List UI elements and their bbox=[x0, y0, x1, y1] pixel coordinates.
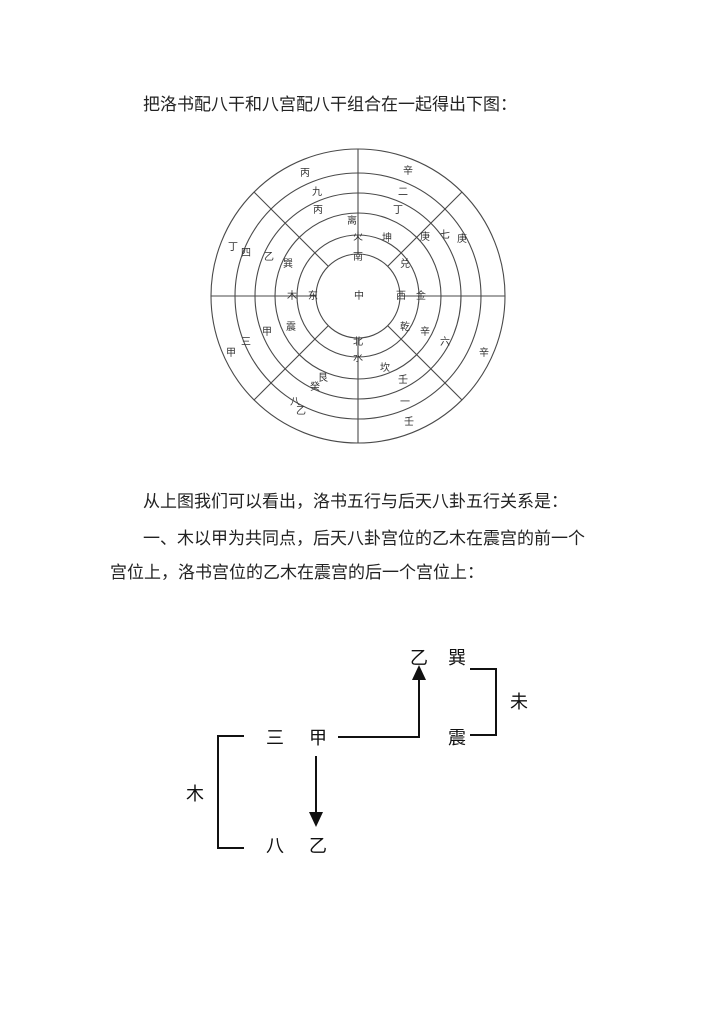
lstem-xin2: 辛 bbox=[479, 346, 489, 359]
pstem-ding: 丁 bbox=[393, 205, 403, 216]
diag-top-trigram: 巽 bbox=[448, 648, 466, 669]
point1-line2: 宫位上，洛书宫位的乙木在震宫的后一个宫位上： bbox=[110, 563, 484, 583]
diag-top-stem: 乙 bbox=[410, 648, 428, 669]
spoke-ne bbox=[387, 191, 463, 267]
trigram-qian: 乾 bbox=[400, 320, 410, 333]
lnum-six: 六 bbox=[440, 336, 450, 348]
lstem-ren: 壬 bbox=[404, 416, 414, 428]
pstem-geng: 庚 bbox=[420, 230, 430, 243]
lstem-bing: 丙 bbox=[300, 168, 310, 179]
dir-south: 南 bbox=[353, 250, 363, 263]
lnum-nine: 九 bbox=[312, 186, 322, 198]
trigram-zhen: 震 bbox=[286, 321, 296, 333]
left-bracket bbox=[217, 735, 244, 849]
dir-west: 西 bbox=[396, 291, 406, 302]
spoke-sw bbox=[253, 325, 329, 401]
diag-mid-trigram: 震 bbox=[448, 728, 466, 749]
pstem-yi: 乙 bbox=[264, 251, 274, 263]
diag-mid-number: 三 bbox=[266, 728, 284, 749]
dir-north: 北 bbox=[353, 336, 363, 348]
lnum-seven: 七 bbox=[440, 229, 450, 241]
trigram-dui: 兑 bbox=[400, 257, 410, 270]
wheel-spokes bbox=[211, 149, 505, 443]
diag-bottom-number: 八 bbox=[266, 836, 284, 857]
dir-east: 东 bbox=[308, 289, 318, 302]
down-arrow-icon bbox=[309, 812, 323, 827]
trigram-kan: 坎 bbox=[380, 361, 390, 374]
pstem-ren: 壬 bbox=[398, 374, 408, 386]
up-arrow-icon bbox=[412, 665, 426, 680]
lnum-four: 四 bbox=[241, 248, 251, 259]
lstem-yi: 乙 bbox=[296, 405, 306, 417]
elem-wood: 木 bbox=[287, 290, 297, 302]
spoke-se bbox=[387, 325, 463, 401]
right-bracket bbox=[470, 668, 497, 736]
trigram-xun: 巽 bbox=[283, 258, 293, 270]
lnum-two: 二 bbox=[398, 187, 408, 198]
diag-bottom-stem: 乙 bbox=[309, 836, 327, 857]
diag-left-label: 木 bbox=[186, 784, 204, 805]
trigram-li: 离 bbox=[347, 214, 357, 227]
lnum-eight: 八 bbox=[290, 397, 300, 408]
point1-line1: 一、木以甲为共同点，后天八卦宫位的乙木在震宫的前一个 bbox=[143, 529, 585, 549]
pstem-xin: 辛 bbox=[420, 325, 430, 338]
lstem-jia: 甲 bbox=[226, 348, 236, 359]
lstem-ding: 丁 bbox=[228, 242, 238, 253]
trigram-kun: 坤 bbox=[382, 231, 392, 244]
spoke-nw bbox=[253, 191, 329, 267]
elem-metal: 金 bbox=[416, 289, 426, 302]
relation-diagram: 乙 巽 三 甲 震 八 乙 木 未 bbox=[186, 648, 528, 857]
pstem-bing: 丙 bbox=[313, 205, 323, 216]
lstem-xin: 辛 bbox=[403, 164, 413, 177]
pstem-gui: 癸 bbox=[310, 380, 320, 393]
trigram-gen: 艮 bbox=[318, 372, 328, 384]
observe-paragraph: 从上图我们可以看出，洛书五行与后天八卦五行关系是： bbox=[143, 492, 568, 512]
diag-right-label: 未 bbox=[510, 692, 528, 713]
lnum-one: 一 bbox=[400, 397, 410, 408]
elem-water: 水 bbox=[353, 352, 363, 364]
pstem-jia: 甲 bbox=[262, 327, 272, 338]
intro-paragraph: 把洛书配八干和八宫配八干组合在一起得出下图： bbox=[143, 95, 517, 115]
up-connector bbox=[338, 674, 420, 738]
wheel-center: 中 bbox=[354, 289, 364, 302]
lnum-three: 三 bbox=[241, 337, 251, 348]
diag-mid-stem: 甲 bbox=[309, 728, 327, 749]
lstem-geng: 庚 bbox=[457, 232, 467, 245]
elem-fire: 火 bbox=[353, 231, 363, 243]
